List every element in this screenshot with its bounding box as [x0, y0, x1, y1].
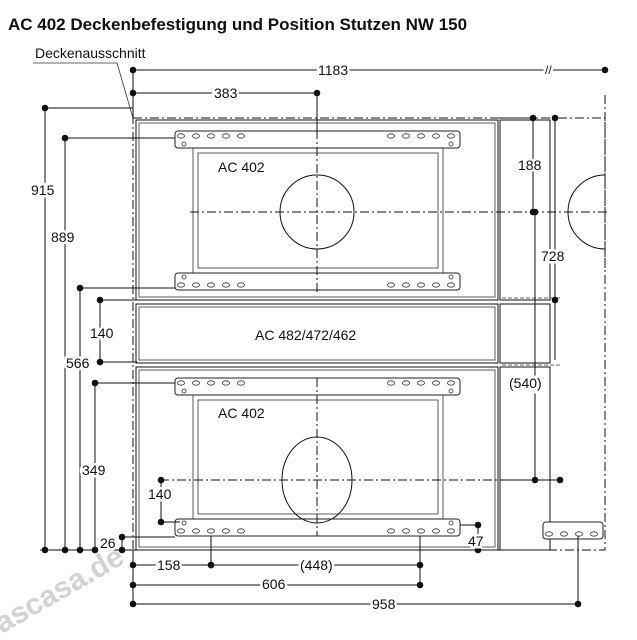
screw-hole	[448, 274, 454, 280]
watermark: ascasa.de	[0, 540, 130, 640]
dimension-dot	[531, 208, 539, 216]
cutout-leader	[33, 62, 134, 119]
break-mark: //	[545, 63, 552, 77]
mounting-hole	[417, 380, 425, 386]
dim-540: (540)	[509, 375, 542, 391]
mounting-rail-adjacent	[542, 521, 604, 540]
mounting-hole	[590, 531, 598, 537]
mounting-hole	[545, 531, 553, 537]
mounting-hole	[402, 528, 410, 534]
unit-label-middle: AC 482/472/462	[255, 327, 356, 343]
mounting-hole	[207, 380, 215, 386]
screw-hole	[181, 274, 187, 280]
mounting-hole	[192, 282, 200, 288]
screw-hole	[448, 388, 454, 394]
unit-label-upper: AC 402	[218, 159, 265, 175]
bracket-frame-inner	[197, 152, 439, 269]
mounting-hole	[402, 380, 410, 386]
bracket-frame-inner	[197, 399, 439, 515]
mounting-hole	[207, 133, 215, 139]
lower-unit	[135, 366, 499, 551]
dim-158: 158	[157, 557, 181, 573]
mounting-hole	[417, 133, 425, 139]
mounting-hole	[207, 528, 215, 534]
mounting-hole	[402, 282, 410, 288]
dim-349: 349	[82, 462, 106, 478]
ceiling-cutout	[132, 117, 606, 551]
mounting-hole	[387, 528, 395, 534]
dimension-dot	[601, 66, 609, 74]
mounting-hole	[177, 133, 185, 139]
dim-47: 47	[468, 533, 484, 549]
mounting-hole	[177, 282, 185, 288]
dim-606: 606	[262, 576, 286, 592]
mounting-hole	[177, 380, 185, 386]
screw-hole	[181, 388, 187, 394]
mounting-hole	[192, 528, 200, 534]
screw-hole	[448, 520, 454, 526]
mounting-hole	[387, 282, 395, 288]
mounting-hole	[575, 531, 583, 537]
mounting-hole	[177, 528, 185, 534]
mounting-hole	[447, 282, 455, 288]
mounting-hole	[207, 282, 215, 288]
mounting-hole	[447, 528, 455, 534]
mounting-hole	[432, 380, 440, 386]
mounting-hole	[237, 528, 245, 534]
dim-140-upper: 140	[90, 325, 114, 341]
mounting-hole	[402, 133, 410, 139]
mounting-hole	[432, 282, 440, 288]
cutout-label: Deckenausschnitt	[35, 45, 146, 61]
dimension-lines: //	[40, 61, 609, 608]
mounting-hole	[432, 133, 440, 139]
mounting-hole	[447, 380, 455, 386]
mounting-hole	[222, 282, 230, 288]
dimension-dot	[556, 476, 564, 484]
mounting-hole	[432, 528, 440, 534]
unit-label-lower: AC 402	[218, 405, 265, 421]
mounting-hole	[237, 133, 245, 139]
dim-383: 383	[214, 85, 238, 101]
dim-566: 566	[66, 355, 90, 371]
diagram-title: AC 402 Deckenbefestigung und Position St…	[8, 15, 467, 34]
mounting-hole	[237, 282, 245, 288]
dimension-dot	[416, 581, 424, 589]
mounting-hole	[387, 133, 395, 139]
dim-915: 915	[31, 182, 55, 198]
screw-hole	[448, 141, 454, 147]
adjacent-units	[499, 119, 560, 551]
screw-hole	[181, 520, 187, 526]
dim-188: 188	[518, 157, 542, 173]
dimension-dot	[157, 476, 165, 484]
mounting-brackets	[174, 130, 604, 540]
mounting-hole	[222, 380, 230, 386]
dimension-dot	[551, 114, 559, 122]
dim-1183: 1183	[318, 62, 348, 78]
dimension-dot	[129, 89, 137, 97]
dim-958: 958	[372, 596, 396, 612]
mounting-hole	[447, 133, 455, 139]
mounting-hole	[192, 133, 200, 139]
middle-unit	[135, 303, 499, 364]
mounting-hole	[222, 528, 230, 534]
dim-448: (448)	[300, 557, 333, 573]
mounting-hole	[417, 528, 425, 534]
mounting-hole	[417, 282, 425, 288]
dim-889: 889	[51, 229, 75, 245]
dim-728: 728	[541, 248, 565, 264]
mounting-hole	[387, 380, 395, 386]
mounting-hole	[192, 380, 200, 386]
mounting-hole	[560, 531, 568, 537]
dim-26: 26	[100, 535, 116, 551]
mounting-hole	[237, 380, 245, 386]
dim-140-lower: 140	[148, 486, 172, 502]
screw-hole	[181, 141, 187, 147]
mounting-hole	[222, 133, 230, 139]
dimension-dot	[474, 546, 482, 554]
